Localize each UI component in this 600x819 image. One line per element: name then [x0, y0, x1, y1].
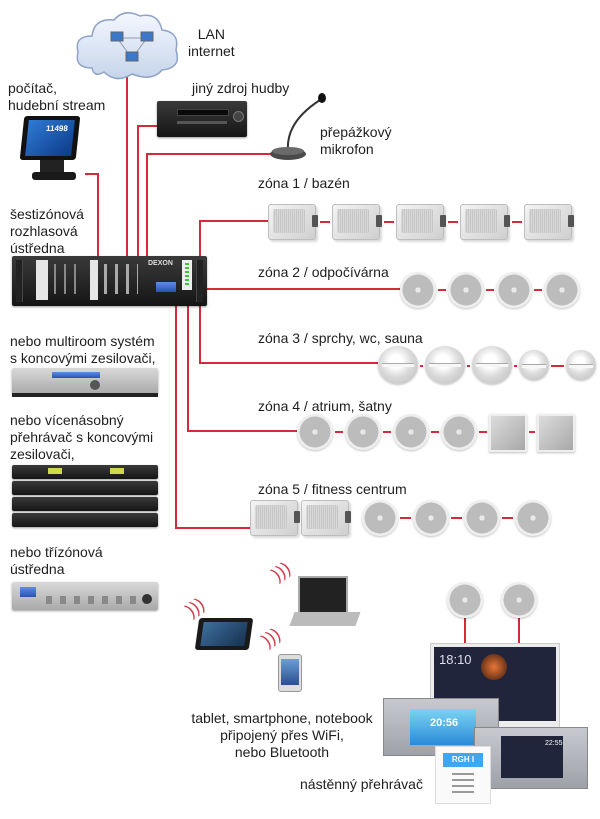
speaker-link-wire [420, 365, 423, 367]
central-unit-label: šestizónová rozhlasová ústředna [10, 206, 84, 256]
speaker-link-wire [320, 221, 330, 223]
speaker-link-wire [448, 221, 458, 223]
speaker-link-wire [514, 365, 517, 367]
box-speaker [250, 500, 300, 536]
marine-small-speaker [519, 350, 549, 380]
gooseneck-microphone-icon [270, 93, 326, 160]
box-speaker [301, 500, 351, 536]
multiroom-unit-icon [12, 368, 158, 397]
tablet-icon [194, 618, 254, 650]
rack-mixer-amplifier-icon: DEXON [12, 256, 207, 306]
zone-3-label: zóna 3 / sprchy, wc, sauna [258, 330, 423, 346]
speaker-link-wire [383, 431, 391, 433]
speaker-link-wire [534, 289, 542, 291]
alternative-multiroom-label: nebo multiroom systém s koncovými zesilo… [10, 333, 156, 366]
square-speaker [537, 414, 575, 452]
alternative-multiplayer-label: nebo vícenásobný přehrávač s koncovými z… [10, 412, 154, 462]
speaker-link-wire [502, 517, 513, 519]
speaker-link-wire [529, 431, 535, 433]
speaker-link-wire [400, 517, 411, 519]
speaker-link-wire [438, 289, 446, 291]
speaker-link-wire [431, 431, 439, 433]
ceiling-speaker [448, 272, 484, 308]
brand-logo: DEXON [148, 260, 173, 267]
wall-player-keypad: RGH I [435, 746, 491, 804]
marine-speaker [472, 346, 512, 384]
wire-computer [85, 173, 99, 256]
speaker-link-wire [512, 221, 522, 223]
ceiling-speaker [400, 272, 436, 308]
other-source-label: jiný zdroj hudby [192, 80, 290, 96]
wire-microphone [146, 153, 272, 256]
marine-small-speaker [566, 350, 596, 380]
ceiling-speaker [544, 272, 580, 308]
notebook-icon [289, 576, 361, 630]
ceiling-speaker [464, 500, 500, 536]
speaker-link-wire [479, 431, 487, 433]
zone-1-label: zóna 1 / bazén [258, 175, 350, 191]
av-receiver-icon [157, 101, 247, 137]
ceiling-speaker [345, 414, 381, 450]
smartphone-icon [278, 654, 302, 692]
wire-zone-5 [175, 306, 250, 529]
marine-speaker [378, 346, 418, 384]
zone-5-label: zóna 5 / fitness centrum [258, 481, 407, 497]
marine-speaker [425, 346, 465, 384]
ceiling-speaker [413, 500, 449, 536]
box-speaker [524, 204, 574, 240]
wire-zone-4 [187, 306, 297, 432]
wire-zone-3 [199, 306, 378, 364]
ceiling-speaker [441, 414, 477, 450]
computer-label: počítač, hudební stream [8, 80, 106, 113]
speaker-link-wire [551, 365, 564, 367]
speaker-link-wire [335, 431, 343, 433]
wall-touch-panel-small: 22:55 [474, 727, 588, 789]
box-speaker [460, 204, 510, 240]
three-zone-unit-icon [12, 582, 158, 610]
speaker-link-wire [486, 289, 494, 291]
wireless-devices-label: tablet, smartphone, notebook připojený p… [191, 710, 373, 760]
ceiling-speaker [362, 500, 398, 536]
ceiling-speaker [297, 414, 333, 450]
wire-zone-1 [199, 220, 270, 256]
ceiling-speaker [393, 414, 429, 450]
microphone-label: přepážkový mikrofon [320, 124, 392, 157]
cloud-network-icon [76, 12, 179, 80]
box-speaker [396, 204, 446, 240]
ceiling-speaker [496, 272, 532, 308]
box-speaker [268, 204, 318, 240]
ceiling-speaker [501, 582, 537, 618]
box-speaker [332, 204, 382, 240]
ceiling-speaker [515, 500, 551, 536]
alternative-three-zone-label: nebo třízónová ústředna [10, 544, 103, 577]
speaker-link-wire [451, 517, 462, 519]
touchscreen-pc-icon: 11498 [16, 116, 86, 186]
ceiling-speaker [447, 582, 483, 618]
zone-4-label: zóna 4 / atrium, šatny [258, 398, 392, 414]
zone-2-label: zóna 2 / odpočívárna [258, 264, 389, 280]
square-speaker [489, 414, 527, 452]
wire-other-source [137, 125, 157, 256]
speaker-link-wire [467, 365, 470, 367]
speaker-link-wire [384, 221, 394, 223]
wall-player-label: nástěnný přehrávač [300, 776, 423, 792]
lan-label: LAN internet [188, 26, 235, 59]
